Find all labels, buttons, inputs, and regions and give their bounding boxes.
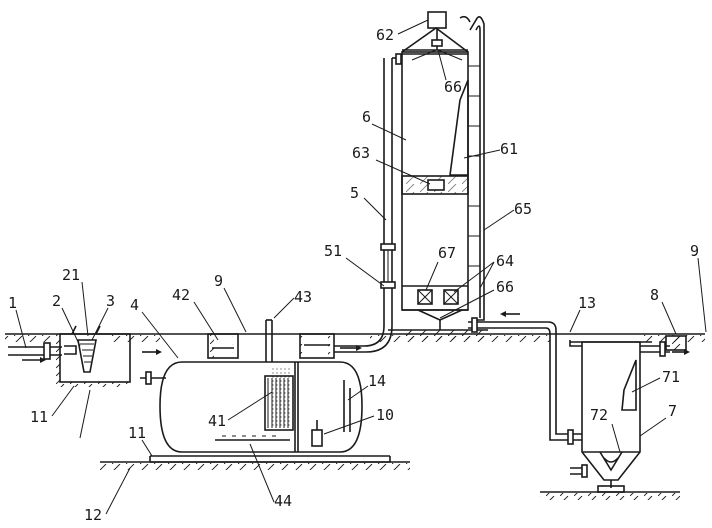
label-66b: 66 [496, 278, 514, 296]
label-14: 14 [368, 372, 386, 390]
connecting-pipe [334, 53, 402, 353]
buried-tank [140, 361, 391, 463]
vent-pipe [265, 319, 273, 362]
label-9b: 9 [690, 242, 699, 260]
label-61: 61 [500, 140, 518, 158]
inlet-pipe [8, 342, 62, 363]
label-66a: 66 [444, 78, 462, 96]
label-72: 72 [590, 406, 608, 424]
circulation-pipe [459, 15, 485, 321]
label-11a: 11 [30, 408, 48, 426]
label-6: 6 [362, 108, 371, 126]
label-5: 5 [350, 184, 359, 202]
label-21: 21 [62, 266, 80, 284]
label-12: 12 [84, 506, 102, 524]
settling-tank [569, 335, 687, 493]
label-63: 63 [352, 144, 370, 162]
label-4: 4 [130, 296, 139, 314]
label-43: 43 [294, 288, 312, 306]
label-64: 64 [496, 252, 514, 270]
label-13: 13 [578, 294, 596, 312]
label-41: 41 [208, 412, 226, 430]
label-65: 65 [514, 200, 532, 218]
label-71: 71 [662, 368, 680, 386]
label-8: 8 [650, 286, 659, 304]
label-67: 67 [438, 244, 456, 262]
label-44: 44 [274, 492, 292, 510]
label-10: 10 [376, 406, 394, 424]
label-62: 62 [376, 26, 394, 44]
label-11b: 11 [128, 424, 146, 442]
label-1: 1 [8, 294, 17, 312]
label-51: 51 [324, 242, 342, 260]
label-3: 3 [106, 292, 115, 310]
tank-manholes [207, 333, 335, 359]
label-42: 42 [172, 286, 190, 304]
treatment-tower [388, 11, 488, 340]
callout-labels: 1 2 21 3 4 42 9 43 11 11 41 44 12 14 10 … [8, 19, 707, 524]
label-9a: 9 [214, 272, 223, 290]
label-7: 7 [668, 402, 677, 420]
label-2: 2 [52, 292, 61, 310]
outlet-pipe [468, 317, 582, 445]
